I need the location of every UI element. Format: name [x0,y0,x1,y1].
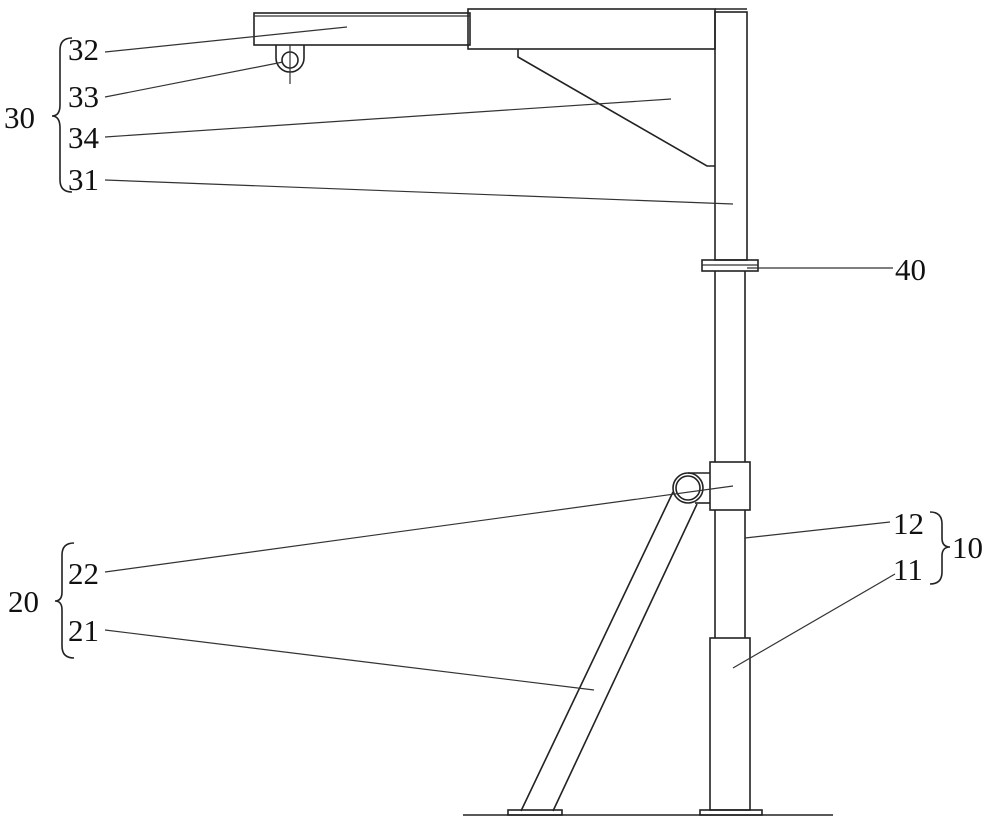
leader-12 [745,522,890,538]
label-12: 12 [893,506,924,541]
label-10: 10 [952,530,983,565]
hinge-22-outer [673,473,703,503]
label-40: 40 [895,252,926,287]
brace-10 [930,512,950,584]
label-32: 32 [68,32,99,67]
label-33: 33 [68,79,99,114]
label-11: 11 [893,552,923,587]
leader-22 [105,486,733,572]
upper-mast-31 [715,12,747,260]
label-34: 34 [68,120,100,155]
hinge-22-inner [676,476,700,500]
telescopic-arm-32 [254,13,470,45]
leader-33 [105,62,283,97]
label-20: 20 [8,584,39,619]
leg-21-right [553,504,697,811]
lower-tube-11 [710,638,750,810]
label-30: 30 [4,100,35,135]
leader-11 [733,574,895,668]
label-22: 22 [68,556,99,591]
leg-21-left [521,492,673,811]
leader-34 [105,99,671,137]
main-arm [468,9,715,49]
label-31: 31 [68,162,99,197]
leader-21 [105,630,594,690]
leader-32 [105,27,347,52]
label-21: 21 [68,613,99,648]
leader-31 [105,180,733,204]
